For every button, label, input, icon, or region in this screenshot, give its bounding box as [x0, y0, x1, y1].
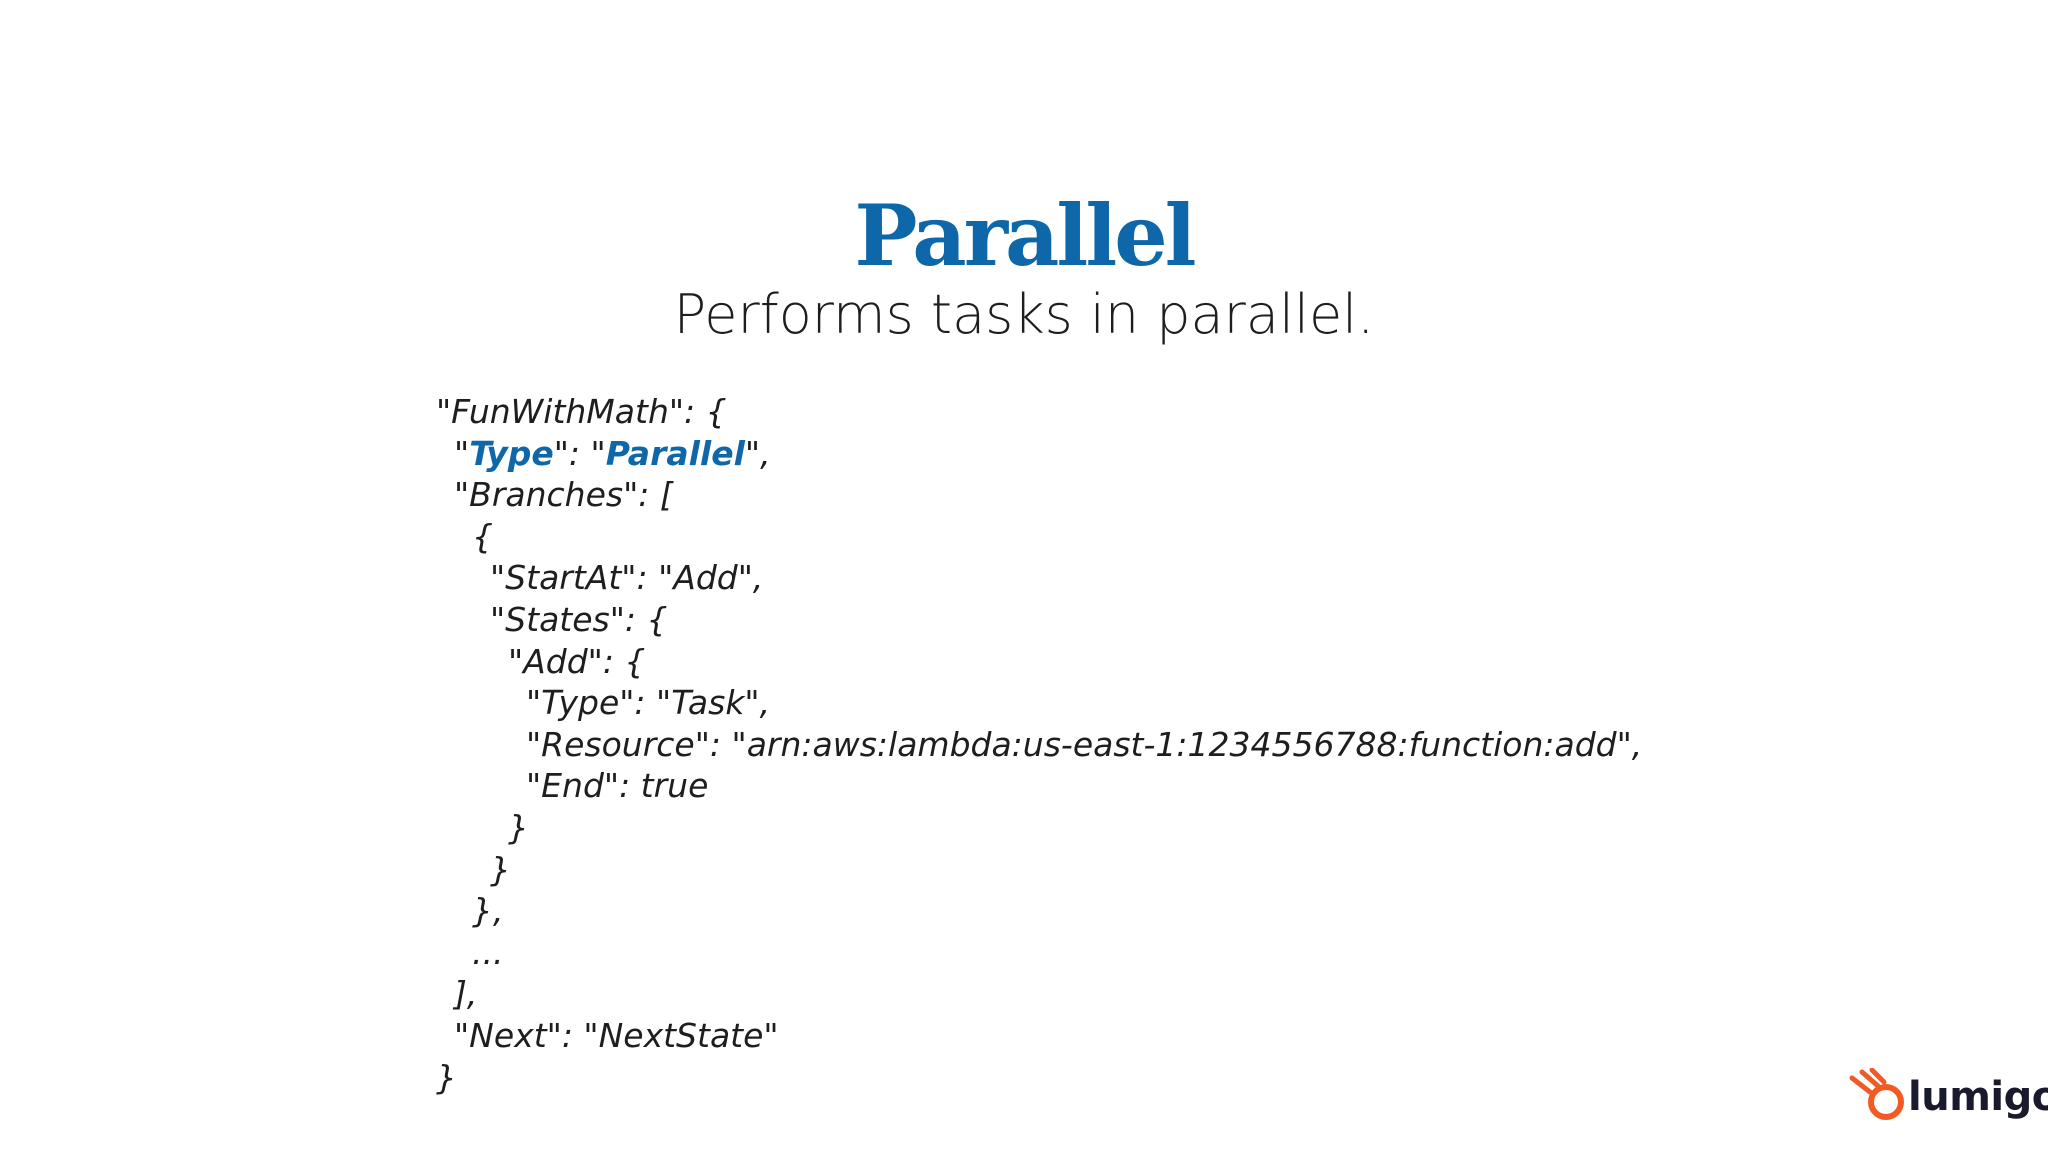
code-line: "States": {: [490, 599, 668, 639]
code-block: "FunWithMath": { "Type": "Parallel", "Br…: [436, 391, 1642, 1098]
code-line: "Type": "Parallel",: [454, 433, 771, 473]
code-line: }: [436, 1057, 457, 1097]
code-line: },: [472, 891, 504, 931]
code-line: }: [490, 849, 511, 889]
code-line: "Next": "NextState": [454, 1015, 779, 1055]
slide-title: Parallel: [854, 186, 1196, 285]
code-line: "Type": "Task",: [526, 683, 771, 723]
code-line: "FunWithMath": {: [436, 392, 727, 431]
code-line: }: [508, 807, 529, 847]
code-line: "End": true: [526, 766, 709, 806]
code-line: ],: [454, 974, 478, 1014]
slide-subtitle: Performs tasks in parallel.: [673, 283, 1375, 346]
code-line: "Branches": [: [454, 475, 673, 515]
code-line: "StartAt": "Add",: [490, 558, 764, 598]
code-line: ...: [472, 932, 504, 972]
lumigo-logo-icon: [1849, 1068, 1904, 1120]
code-line: "Resource": "arn:aws:lambda:us-east-1:12…: [526, 724, 1643, 764]
code-line: {: [472, 516, 493, 556]
parallel-keyword: Parallel: [605, 433, 745, 473]
code-line: "Add": {: [508, 641, 646, 681]
logo-text: lumigo: [1908, 1074, 2048, 1120]
lumigo-logo: lumigo: [1848, 1068, 2048, 1128]
type-keyword: Type: [469, 433, 554, 473]
